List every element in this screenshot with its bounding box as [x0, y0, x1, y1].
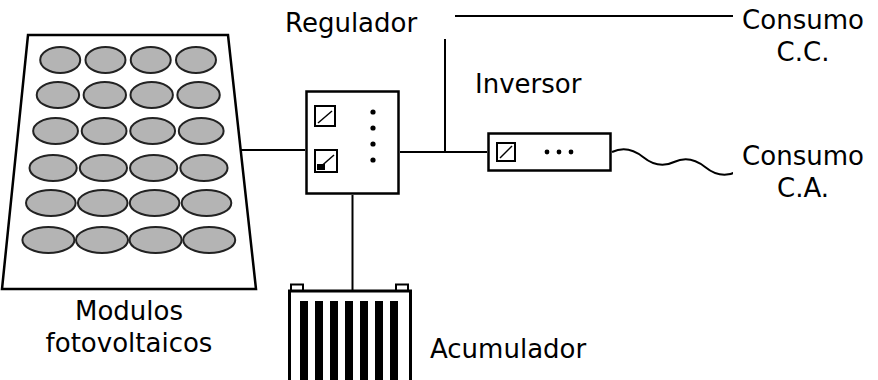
node-shape: [288, 283, 412, 380]
solar-cell: [26, 190, 76, 216]
battery-plate: [330, 301, 338, 380]
solar-cell: [22, 227, 74, 253]
solar-cell: [179, 118, 224, 144]
node-shape: [0, 33, 258, 291]
node-label: Acumulador: [430, 333, 605, 365]
solar-cell: [130, 190, 180, 216]
node-label: Regulador: [285, 7, 455, 39]
inverter-box: [489, 134, 611, 171]
solar-cell: [182, 190, 232, 216]
inverter-node: Inversor: [470, 66, 620, 174]
indicator-dot: [370, 157, 375, 162]
solar-cell: [37, 82, 79, 108]
solar-cell: [176, 47, 216, 73]
solar-cell: [177, 82, 219, 108]
meter-needle: [318, 111, 332, 123]
battery-plate: [375, 301, 383, 380]
node-shape: [487, 132, 612, 172]
load-node: Consumo C.C.: [733, 4, 873, 74]
battery-plate: [390, 301, 398, 380]
solar-cell: [85, 47, 125, 73]
battery-node: Acumulador: [288, 283, 608, 380]
meter-needle: [318, 155, 334, 169]
solar-cell: [130, 227, 182, 253]
indicator-dot: [569, 150, 574, 155]
meter-symbol: [497, 143, 515, 161]
solar-cell: [78, 190, 128, 216]
regulator-box: [307, 92, 399, 194]
battery-plate: [315, 301, 323, 380]
node-label: Modulos fotovoltaicos: [0, 295, 258, 359]
indicator-dot: [557, 150, 562, 155]
node-label: Consumo C.A.: [733, 140, 873, 204]
indicator-dot: [545, 150, 550, 155]
solar-cell: [183, 227, 235, 253]
solar-cell: [131, 47, 171, 73]
indicator-dot: [370, 125, 375, 130]
battery-plate: [345, 301, 353, 380]
solar-cell: [40, 47, 80, 73]
wire-connector: [241, 149, 305, 151]
wire-connector: [612, 149, 736, 175]
regulator-node: Regulador: [285, 5, 460, 197]
indicator-dot: [370, 141, 375, 146]
panel-frame: [2, 35, 256, 289]
solar-panel-node: Modulos fotovoltaicos: [0, 33, 258, 373]
wire-connector: [352, 195, 354, 291]
meter-mark: [317, 164, 325, 170]
load-node: Consumo C.A.: [733, 140, 873, 210]
solar-cell: [180, 155, 227, 181]
solar-cell: [33, 118, 78, 144]
indicator-dot: [370, 109, 375, 114]
node-label: Consumo C.C.: [733, 4, 873, 68]
solar-cell: [30, 155, 77, 181]
battery-plate: [360, 301, 368, 380]
solar-cell: [82, 118, 127, 144]
meter-symbol: [315, 106, 335, 126]
solar-cell: [130, 155, 177, 181]
node-label: Inversor: [475, 68, 615, 100]
meter-needle: [500, 146, 512, 158]
solar-cell: [130, 118, 175, 144]
battery-plate: [300, 301, 308, 380]
solar-cell: [130, 82, 172, 108]
meter-symbol: [315, 150, 337, 172]
solar-cell: [80, 155, 127, 181]
solar-cell: [84, 82, 126, 108]
battery-case: [290, 291, 411, 380]
node-shape: [305, 90, 400, 195]
solar-cell: [76, 227, 128, 253]
